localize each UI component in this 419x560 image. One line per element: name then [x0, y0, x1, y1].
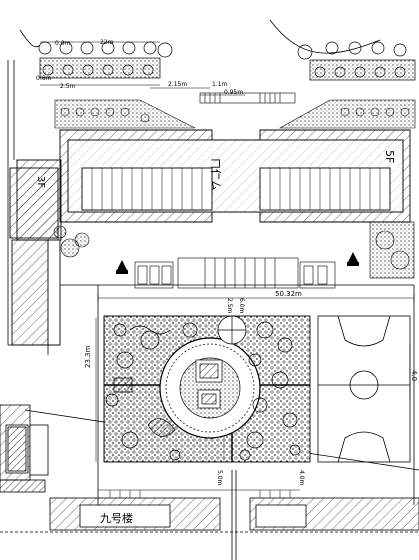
- dim-label-stair-right: 6.0m: [238, 298, 245, 314]
- entrance-steps-bottom: [134, 257, 336, 289]
- dim-label-bottom-right: 4.0m: [298, 470, 305, 486]
- dim-label-plaza-height: 23.3m: [84, 345, 92, 368]
- entrance-arrow-right: [347, 252, 359, 266]
- dim-label-top-b: 22m: [100, 39, 114, 46]
- road-lines: [0, 19, 419, 560]
- trees-left-cluster: [53, 225, 90, 258]
- trees-right-cluster: [369, 221, 415, 279]
- dim-label-bottom-left: 5.0m: [216, 470, 223, 486]
- building-label-name: ㄇ仁ㄙ: [209, 158, 222, 191]
- dim-label-top-a: 0.0m: [55, 40, 71, 47]
- building-label-5f: 5F: [383, 150, 396, 163]
- bottom-building-right: [249, 497, 419, 531]
- bottom-building-left: [0, 404, 49, 493]
- main-building: [59, 129, 411, 223]
- planting-bed-right: [278, 99, 416, 129]
- parking-stalls-right: [269, 168, 381, 210]
- dim-label-mid-c: 0.95m: [224, 89, 243, 96]
- dim-label-mid-b: 1.1m: [212, 81, 228, 88]
- garden-plaza: [103, 315, 311, 463]
- tree-row-top-right: [297, 41, 416, 81]
- planting-bed-left: [54, 99, 196, 129]
- dim-label-stair-left: 2.5m: [226, 298, 233, 314]
- bottom-building-nine: [49, 497, 221, 531]
- entrance-steps-top: [199, 92, 296, 104]
- dim-label-plaza-width: 50.32m: [275, 290, 302, 298]
- tree-row-top-left: [38, 41, 173, 79]
- dimension-lines-top: [40, 41, 245, 96]
- parking-stalls-left: [91, 168, 203, 210]
- bottom-steps: [98, 489, 300, 498]
- building-label-nine: 九号楼: [100, 511, 133, 525]
- basketball-court: [317, 315, 411, 463]
- entrance-arrow-left: [116, 260, 128, 274]
- dim-label-mid-a: 2.15m: [168, 81, 187, 88]
- building-label-3f: 3F: [35, 176, 46, 188]
- dim-label-court-height: 4.0: [410, 370, 418, 381]
- dim-label-left-a: 0.6m: [36, 75, 52, 82]
- side-building-left: [9, 159, 62, 346]
- dim-label-left-b: 2.5m: [60, 83, 76, 90]
